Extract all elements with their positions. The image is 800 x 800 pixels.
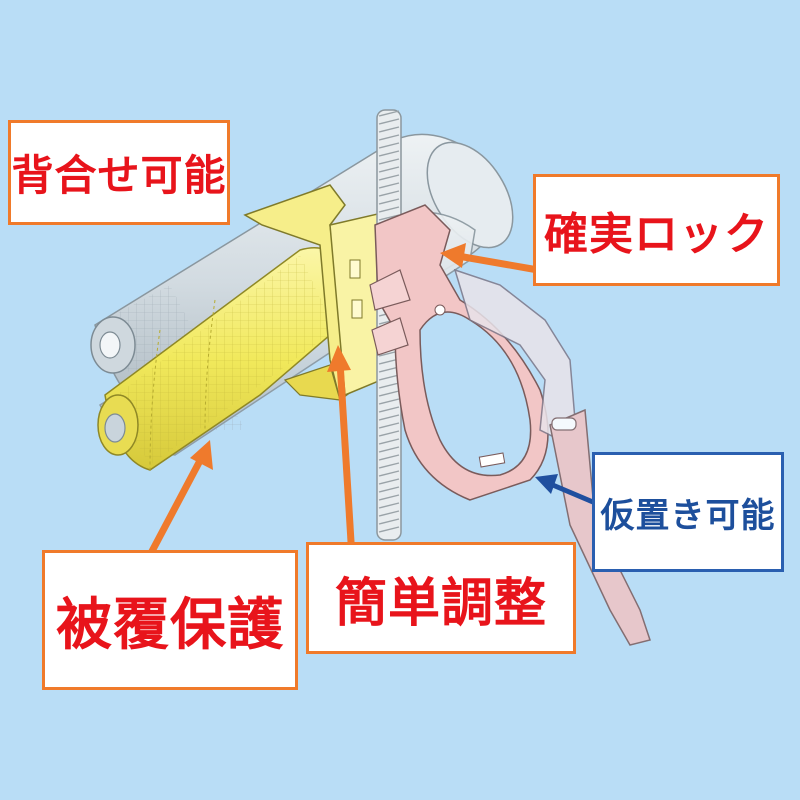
arrow-easy-adjustment (327, 345, 356, 559)
label-temporary-placement: 仮置き可能 (592, 452, 784, 572)
label-coating-protection: 被覆保護 (42, 550, 298, 690)
arrow-temporary-placement (535, 474, 601, 508)
arrow-secure-lock (440, 243, 539, 274)
label-easy-adjustment: 簡単調整 (306, 542, 576, 654)
label-back-to-back: 背合せ可能 (8, 120, 230, 225)
arrow-coating-protection (146, 440, 213, 557)
label-secure-lock: 確実ロック (533, 174, 780, 286)
yellow-insulated-pipe (97, 247, 346, 471)
holder-latch-arm (453, 268, 651, 646)
pink-pipe-holder (369, 204, 549, 501)
